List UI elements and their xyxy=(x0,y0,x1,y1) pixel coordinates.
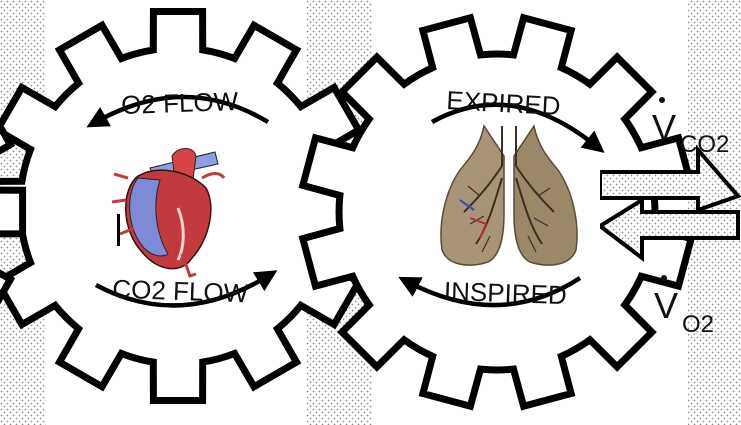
inspired-label: INSPIRED xyxy=(443,276,567,310)
expired-label: EXPIRED xyxy=(446,85,562,121)
tick-mark xyxy=(117,214,120,246)
svg-text:CO2: CO2 xyxy=(680,131,729,158)
co2-flow-label: CO2 FLOW xyxy=(112,274,249,309)
svg-text:V: V xyxy=(654,285,678,326)
svg-text:V: V xyxy=(652,107,676,148)
svg-text:O2: O2 xyxy=(682,311,714,338)
o2-flow-label: O2 FLOW xyxy=(121,86,239,120)
